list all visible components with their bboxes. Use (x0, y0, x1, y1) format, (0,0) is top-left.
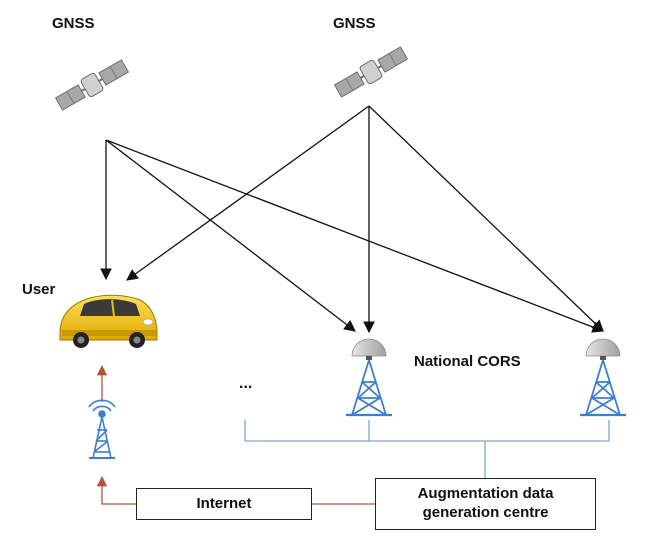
internet-box: Internet (136, 488, 312, 520)
internet-link-arrow (96, 475, 136, 505)
national-cors-label: National CORS (414, 353, 521, 370)
signal-arrows-right (126, 105, 604, 334)
signal-arrows-left (100, 139, 605, 333)
signal-arrow (105, 139, 605, 333)
internet-label: Internet (196, 494, 252, 512)
cors-station-icon (580, 338, 626, 417)
augmentation-centre-box: Augmentation data generation centre (375, 478, 596, 530)
gnss-label: GNSS (52, 15, 95, 32)
ellipsis-label: ... (239, 375, 253, 392)
cors-network-lines (244, 420, 610, 478)
radio-tower-icon (88, 399, 116, 459)
satellite-icon (54, 59, 130, 111)
augmentation-label-line2: generation centre (422, 504, 549, 521)
augmentation-label-line1: Augmentation data (417, 485, 554, 503)
car-icon (59, 294, 158, 348)
augmentation-centre-label: Augmentation data generation centre (418, 485, 554, 523)
gnss-label: GNSS (333, 15, 376, 32)
user-label: User (22, 281, 56, 298)
signal-arrow (126, 105, 370, 281)
cors-station-icon (346, 338, 392, 417)
signal-arrow (105, 139, 356, 332)
satellite-icon (333, 46, 409, 98)
signal-arrow (368, 105, 604, 332)
